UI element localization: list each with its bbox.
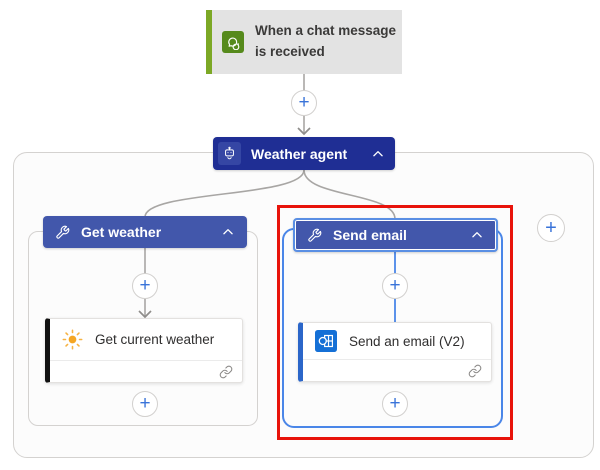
chevron-up-icon[interactable] — [221, 225, 235, 239]
branch-label: Send email — [333, 227, 407, 243]
insert-step-button-send-email[interactable]: + — [382, 273, 408, 299]
action-card-footer — [50, 360, 242, 382]
branch-label: Get weather — [81, 224, 162, 240]
action-label: Send an email (V2) — [349, 333, 465, 349]
trigger-card-chat-message[interactable]: When a chat message is received — [206, 10, 402, 74]
chevron-up-icon[interactable] — [470, 228, 484, 242]
action-card-send-an-email-v2[interactable]: Send an email (V2) — [298, 322, 492, 382]
trigger-label: When a chat message is received — [255, 23, 397, 59]
robot-icon — [218, 142, 241, 165]
insert-step-button-above-agent[interactable]: + — [291, 90, 317, 116]
action-card-footer — [303, 359, 491, 381]
action-card-get-current-weather[interactable]: Get current weather — [45, 318, 243, 383]
chat-icon — [222, 31, 244, 53]
action-card-main: Send an email (V2) — [303, 323, 491, 359]
branch-header-get-weather[interactable]: Get weather — [43, 216, 247, 248]
agent-label: Weather agent — [251, 145, 348, 162]
add-step-button-send-email-bottom[interactable]: + — [382, 391, 408, 417]
add-tool-branch-button[interactable]: + — [537, 214, 565, 242]
action-label: Get current weather — [95, 332, 215, 347]
add-step-button-get-weather-bottom[interactable]: + — [132, 391, 158, 417]
link-icon — [468, 364, 482, 378]
insert-step-button-get-weather[interactable]: + — [132, 273, 158, 299]
wrench-icon — [55, 225, 70, 240]
agent-card-weather-agent[interactable]: Weather agent — [213, 137, 395, 170]
wrench-icon — [307, 228, 322, 243]
arrow-down-icon — [297, 127, 311, 136]
outlook-icon — [315, 330, 337, 352]
chevron-up-icon[interactable] — [371, 147, 385, 161]
action-card-main: Get current weather — [50, 319, 242, 360]
branch-header-send-email[interactable]: Send email — [293, 218, 498, 252]
sun-icon — [62, 329, 83, 350]
link-icon — [219, 365, 233, 379]
